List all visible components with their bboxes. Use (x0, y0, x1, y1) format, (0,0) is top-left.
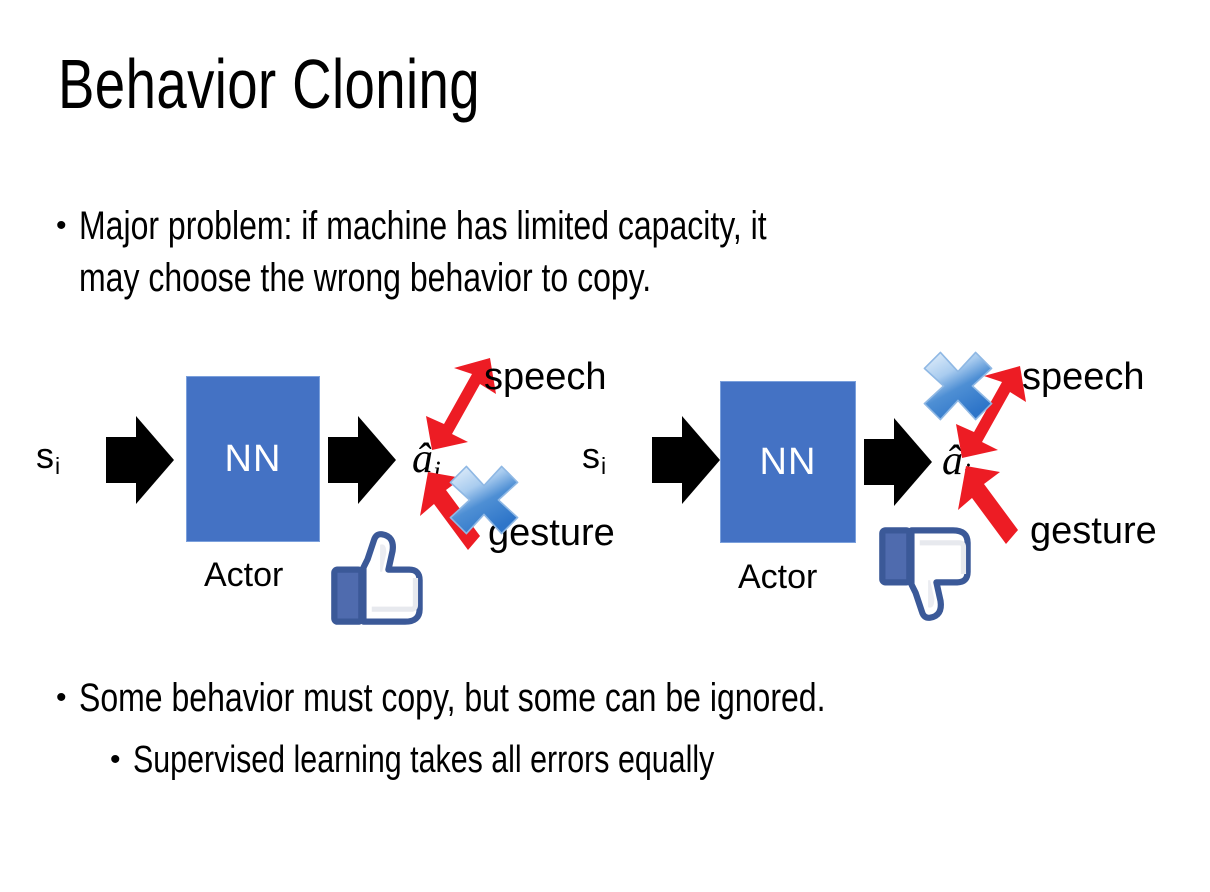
bullet-some-behavior: • Some behavior must copy, but some can … (56, 672, 1012, 724)
bullet-text: Major problem: if machine has limited ca… (79, 200, 767, 304)
state-label: si (582, 438, 606, 478)
speech-label: speech (1022, 356, 1145, 398)
state-label: si (36, 438, 60, 478)
speech-label: speech (484, 356, 607, 398)
bullet-marker: • (56, 681, 67, 714)
nn-label: NN (759, 441, 817, 483)
gesture-arrow-icon (958, 466, 1018, 544)
input-arrow-icon (652, 416, 722, 504)
bullet-supervised-learning: • Supervised learning takes all errors e… (110, 734, 859, 786)
output-arrow-icon (328, 416, 398, 504)
speech-arrow-icon (956, 366, 1026, 458)
state-symbol: s (582, 435, 600, 476)
speech-arrow-icon (426, 358, 496, 450)
page-title: Behavior Cloning (58, 45, 481, 123)
cross-out-icon (449, 465, 519, 535)
bullet-marker: • (56, 209, 67, 242)
nn-box: NN (186, 376, 320, 542)
actor-label: Actor (738, 558, 818, 596)
action-symbol: â (412, 436, 433, 482)
bullet-major-problem: • Major problem: if machine has limited … (56, 200, 938, 304)
input-arrow-icon (106, 416, 176, 504)
thumbs-down-icon (879, 527, 971, 621)
action-subscript: i (433, 456, 441, 488)
state-symbol: s (36, 435, 54, 476)
diagram-right: si NN Actor â i speech gesture (556, 340, 1157, 640)
bullet-line: Major problem: if machine has limited ca… (78, 204, 767, 248)
bullet-text: Supervised learning takes all errors equ… (132, 739, 714, 781)
nn-label: NN (224, 438, 282, 480)
gesture-label: gesture (1030, 510, 1157, 552)
diagram-left: si NN Actor âi speech gesture (10, 340, 615, 640)
thumbs-up-icon (331, 531, 423, 625)
bullet-marker: • (110, 743, 121, 776)
bullet-line: may choose the wrong behavior to copy. (78, 256, 651, 300)
action-symbol: â (942, 438, 963, 484)
cross-out-icon (923, 351, 993, 421)
action-label: âi (412, 438, 441, 486)
state-subscript: i (601, 453, 607, 480)
state-subscript: i (55, 453, 61, 480)
output-arrow-icon (864, 418, 934, 506)
nn-box: NN (720, 381, 856, 543)
actor-label: Actor (204, 556, 284, 594)
bullet-text: Some behavior must copy, but some can be… (78, 676, 826, 720)
